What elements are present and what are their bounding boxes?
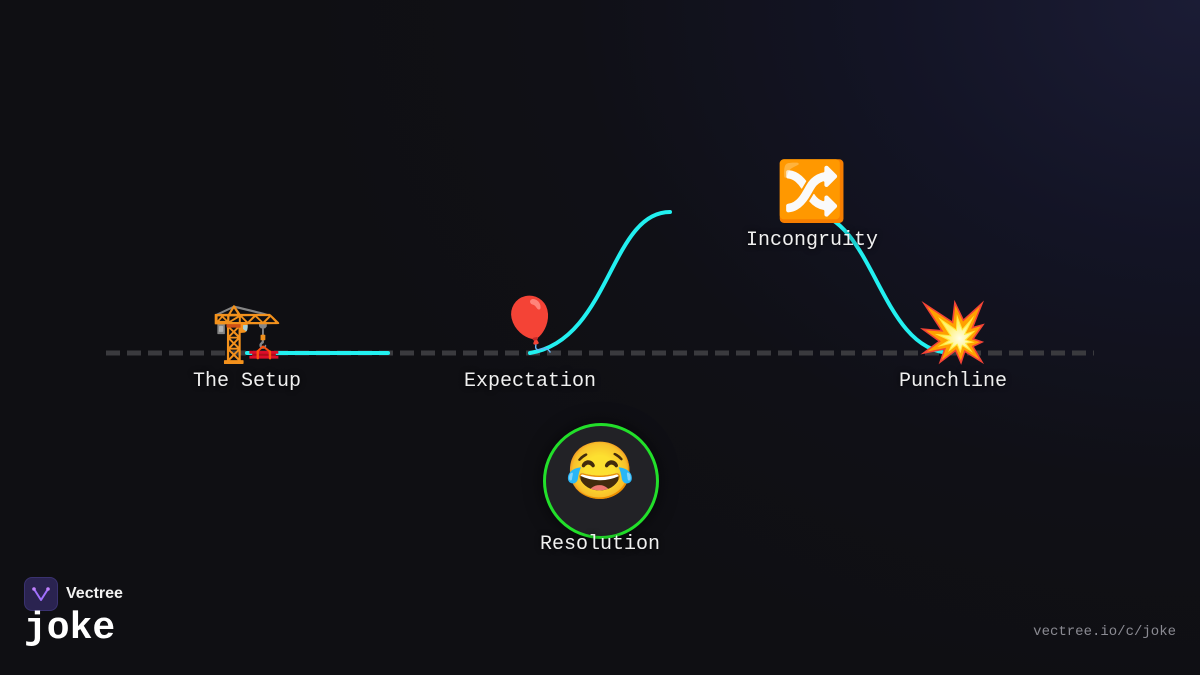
brand-name: Vectree [66, 585, 123, 602]
node-label-incongruity: Incongruity [745, 229, 879, 252]
shuffle-icon: 🔀 [776, 158, 848, 229]
brand[interactable]: Vectree [24, 577, 123, 611]
collision-icon: 💥 [917, 299, 989, 370]
page-title: joke [24, 607, 116, 650]
resolution-circle [543, 423, 659, 539]
balloon-icon: 🎈 [498, 293, 563, 358]
node-label-punchline: Punchline [898, 370, 1008, 393]
node-label-setup: The Setup [192, 370, 302, 393]
expectation-rise-curve [528, 210, 672, 355]
construction-crane-icon: 🏗️ [211, 304, 283, 370]
vectree-logo-icon [24, 577, 58, 611]
incongruity-fall-curve [810, 210, 952, 355]
node-label-resolution: Resolution [539, 533, 661, 556]
node-label-expectation: Expectation [463, 370, 597, 393]
source-url[interactable]: vectree.io/c/joke [1033, 624, 1176, 640]
tears-of-joy-icon: 😂 [565, 441, 635, 507]
